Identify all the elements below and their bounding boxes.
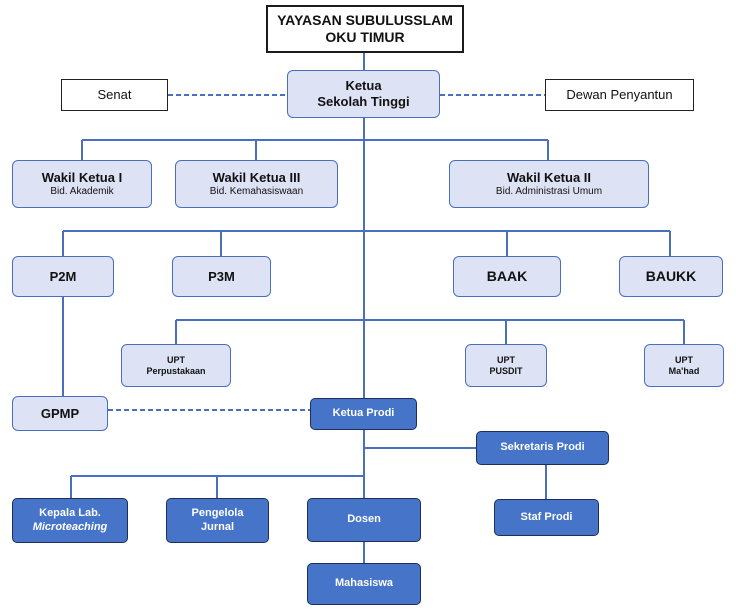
kepala-lab-line1: Kepala Lab. — [39, 507, 101, 520]
upt-mahad-line2: Ma'had — [668, 365, 700, 376]
dewan-box: Dewan Penyantun — [545, 79, 694, 111]
upt-perpustakaan-line1: UPT — [167, 354, 185, 365]
staf-prodi-box: Staf Prodi — [494, 499, 599, 536]
mahasiswa-box: Mahasiswa — [307, 563, 421, 605]
senat-label: Senat — [97, 87, 132, 103]
p2m-box: P2M — [12, 256, 114, 297]
kepala-lab-line2: Microteaching — [32, 520, 108, 533]
wakil-ketua-2-box: Wakil Ketua II Bid. Administrasi Umum — [449, 160, 649, 208]
baak-label: BAAK — [486, 268, 528, 285]
upt-pusdit-box: UPT PUSDIT — [465, 344, 547, 387]
upt-pusdit-line2: PUSDIT — [489, 365, 523, 376]
ketua-box: Ketua Sekolah Tinggi — [287, 70, 440, 118]
wakil-ketua-3-subtitle: Bid. Kemahasiswaan — [209, 185, 304, 197]
sekretaris-prodi-label: Sekretaris Prodi — [500, 441, 585, 454]
p3m-label: P3M — [208, 268, 235, 284]
dosen-label: Dosen — [347, 513, 381, 526]
ketua-prodi-label: Ketua Prodi — [332, 407, 395, 420]
senat-box: Senat — [61, 79, 168, 111]
gpmp-label: GPMP — [40, 405, 80, 421]
pengelola-jurnal-line2: Jurnal — [200, 520, 234, 533]
wakil-ketua-1-subtitle: Bid. Akademik — [50, 185, 114, 197]
upt-mahad-box: UPT Ma'had — [644, 344, 724, 387]
wakil-ketua-1-box: Wakil Ketua I Bid. Akademik — [12, 160, 152, 208]
foundation-name: YAYASAN SUBULUSSLAM — [277, 12, 453, 29]
ketua-subtitle: Sekolah Tinggi — [317, 94, 410, 109]
upt-perpustakaan-line2: Perpustakaan — [146, 365, 206, 376]
wakil-ketua-3-title: Wakil Ketua III — [212, 170, 301, 186]
baak-box: BAAK — [453, 256, 561, 297]
ketua-title: Ketua — [345, 78, 382, 94]
dewan-label: Dewan Penyantun — [566, 87, 673, 103]
mahasiswa-label: Mahasiswa — [334, 577, 394, 590]
upt-perpustakaan-box: UPT Perpustakaan — [121, 344, 231, 387]
baukk-label: BAUKK — [645, 268, 697, 285]
upt-pusdit-line1: UPT — [497, 354, 515, 365]
ketua-prodi-box: Ketua Prodi — [310, 398, 417, 430]
baukk-box: BAUKK — [619, 256, 723, 297]
p2m-label: P2M — [49, 268, 77, 284]
foundation-box: YAYASAN SUBULUSSLAM OKU TIMUR — [266, 5, 464, 53]
dosen-box: Dosen — [307, 498, 421, 542]
upt-mahad-line1: UPT — [675, 354, 693, 365]
p3m-box: P3M — [172, 256, 271, 297]
wakil-ketua-3-box: Wakil Ketua III Bid. Kemahasiswaan — [175, 160, 338, 208]
gpmp-box: GPMP — [12, 396, 108, 431]
foundation-region: OKU TIMUR — [325, 29, 405, 45]
wakil-ketua-2-subtitle: Bid. Administrasi Umum — [495, 185, 603, 197]
pengelola-jurnal-box: Pengelola Jurnal — [166, 498, 269, 543]
kepala-lab-box: Kepala Lab. Microteaching — [12, 498, 128, 543]
wakil-ketua-1-title: Wakil Ketua I — [41, 170, 123, 186]
sekretaris-prodi-box: Sekretaris Prodi — [476, 431, 609, 465]
staf-prodi-label: Staf Prodi — [520, 510, 573, 523]
pengelola-jurnal-line1: Pengelola — [191, 507, 244, 520]
wakil-ketua-2-title: Wakil Ketua II — [506, 170, 592, 186]
